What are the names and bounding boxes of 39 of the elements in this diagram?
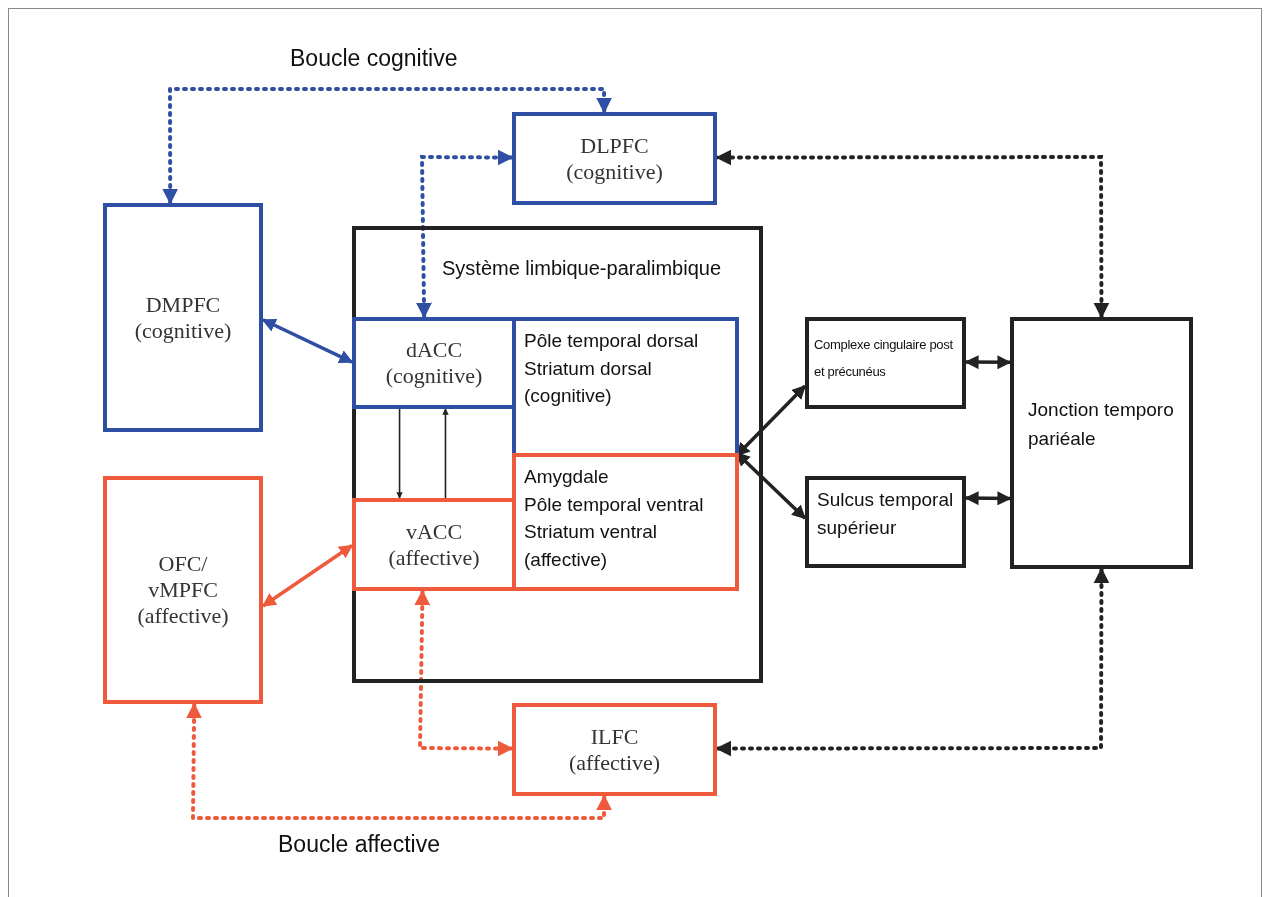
edge-label: Boucle cognitive	[288, 45, 460, 72]
region-label: Striatum ventral	[524, 520, 659, 545]
region-label: Pôle temporal ventral	[524, 492, 705, 517]
dotted-connector	[715, 149, 1110, 319]
region-label: Jonction temporo pariéale	[1028, 398, 1175, 452]
region-label: Complexe cingulaire post et précunéus	[814, 336, 954, 382]
region-box	[103, 203, 263, 432]
region-box	[512, 453, 739, 591]
region-label: vACC (affective)	[387, 518, 481, 571]
region-label: Amygdale	[524, 465, 610, 489]
dotted-connector	[186, 702, 613, 820]
region-label: DMPFC (cognitive)	[133, 291, 233, 344]
region-label: (affective)	[524, 547, 609, 572]
region-box	[1010, 317, 1193, 569]
region-label: Système limbique-paralimbique	[442, 257, 721, 280]
region-label: Pôle temporal dorsal	[524, 329, 700, 353]
region-label: ILFC (affective)	[567, 723, 662, 776]
region-label: DLPFC (cognitive)	[565, 132, 664, 185]
system-box	[352, 226, 763, 683]
arrow	[442, 408, 449, 499]
region-box	[805, 476, 966, 568]
region-box	[103, 476, 263, 704]
dotted-connector	[414, 589, 514, 757]
region-label: OFC/ vMPFC (affective)	[136, 551, 230, 629]
double-arrow	[261, 318, 354, 364]
double-arrow	[964, 491, 1012, 506]
dotted-connector	[415, 149, 514, 319]
double-arrow	[964, 355, 1012, 370]
dotted-connector	[162, 87, 613, 205]
region-label: Sulcus temporal supérieur	[817, 488, 954, 540]
region-label: (cognitive)	[524, 384, 613, 409]
region-box	[512, 703, 717, 796]
region-box	[512, 112, 717, 205]
arrow	[396, 408, 403, 499]
region-box	[805, 317, 966, 409]
dotted-connector	[715, 567, 1110, 757]
double-arrow	[261, 544, 354, 608]
region-label: dACC (cognitive)	[384, 337, 484, 389]
region-label: Striatum dorsal	[524, 356, 653, 381]
